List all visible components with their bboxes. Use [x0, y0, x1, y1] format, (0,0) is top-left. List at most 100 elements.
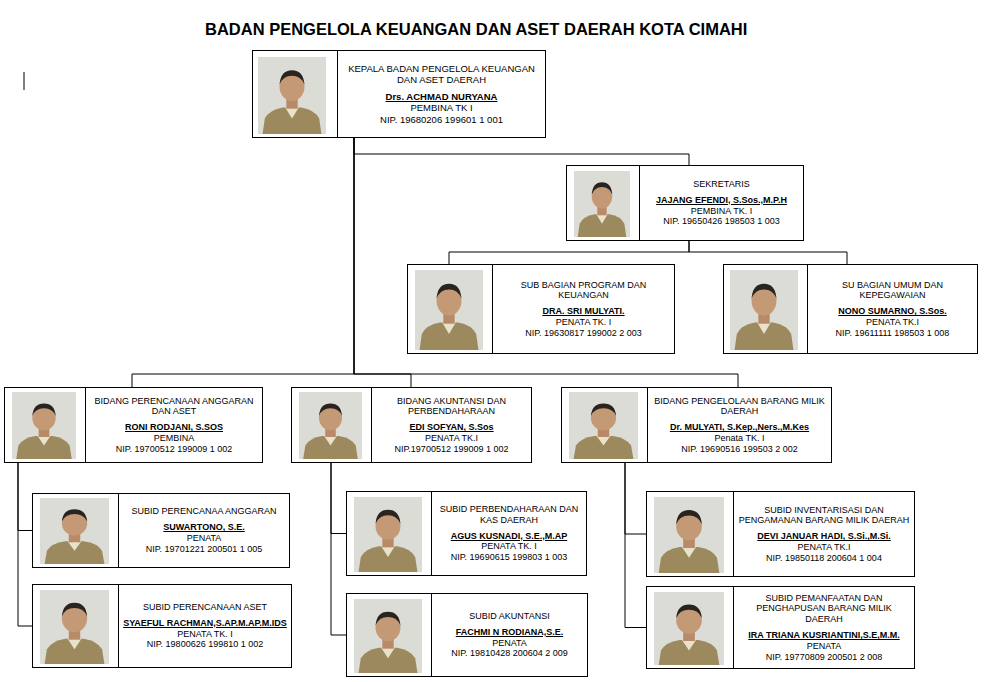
- connector-line: [689, 241, 847, 264]
- rank: Penata TK. I: [652, 433, 827, 444]
- official-name: Dr. MULYATI, S.Kep.,Ners.,M.Kes: [652, 422, 827, 433]
- portrait-photo: [654, 592, 724, 665]
- rank: PEMBINA TK. I: [644, 206, 799, 217]
- text-cell: BIDANG PERENCANAAN ANGGARAN DAN ASET RONI…: [85, 388, 262, 462]
- text-cell: SUBID PEMANFAATAN DAN PENGHAPUSAN BARANG…: [733, 587, 914, 668]
- official-name: DRA. SRI MULYATI.: [497, 306, 670, 317]
- official-name: RONI RODJANI, S.SOS: [90, 422, 258, 433]
- position-box: SUBID PERENCANAAN ASET SYAEFUL RACHMAN,S.…: [32, 584, 292, 668]
- text-cell: SEKRETARIS JAJANG EFENDI, S.Sos.,M.P.HPEM…: [639, 166, 803, 240]
- nip-number: NIP. 19770809 200501 2 008: [738, 652, 910, 663]
- unit-title: BIDANG PERENCANAAN ANGGARAN DAN ASET: [90, 396, 258, 418]
- official-name: IRA TRIANA KUSRIANTINI,S.E,M.M.: [738, 630, 910, 641]
- unit-title: SUBID PERENCANAAN ASET: [123, 602, 287, 613]
- position-box: SUB BAGIAN PROGRAM DAN KEUANGAN DRA. SRI …: [407, 264, 675, 354]
- rank: PENATA TK. I: [497, 317, 670, 328]
- cursor-mark: [24, 72, 25, 90]
- text-cell: SUBID PERENCANAAN ASET SYAEFUL RACHMAN,S.…: [118, 585, 291, 667]
- nip-number: NIP.19700512 199009 1 002: [376, 444, 527, 455]
- portrait-photo: [258, 57, 326, 134]
- portrait-photo: [654, 497, 724, 573]
- unit-title: SUB BAGIAN PROGRAM DAN KEUANGAN: [497, 280, 670, 302]
- portrait-photo: [415, 270, 483, 350]
- portrait-photo: [299, 392, 362, 459]
- unit-title: SU BAGIAN UMUM DAN KEPEGAWAIAN: [812, 280, 973, 302]
- nip-number: NIP. 19850118 200604 1 004: [738, 553, 910, 564]
- official-name: SYAEFUL RACHMAN,S.AP.M.AP.M.IDS: [123, 618, 287, 629]
- rank: PEMBINA TK I: [342, 102, 541, 113]
- connector-line: [354, 138, 689, 165]
- unit-title: SUBID INVENTARISASI DAN PENGAMANAN BARAN…: [738, 505, 910, 527]
- rank: PENATA TK. I: [123, 629, 287, 640]
- text-cell: SUBID INVENTARISASI DAN PENGAMANAN BARAN…: [733, 492, 914, 576]
- portrait-photo: [12, 392, 76, 459]
- rank: PENATA TK. I: [436, 541, 582, 552]
- official-name: JAJANG EFENDI, S.Sos.,M.P.H: [644, 195, 799, 206]
- portrait-photo: [40, 498, 109, 564]
- nip-number: NIP. 19690615 199803 1 003: [436, 552, 582, 563]
- official-name: EDI SOFYAN, S.Sos: [376, 422, 527, 433]
- unit-title: SEKRETARIS: [644, 179, 799, 190]
- unit-title: SUBID PERBENDAHARAAN DAN KAS DAERAH: [436, 504, 582, 526]
- position-box: BIDANG PERENCANAAN ANGGARAN DAN ASET RONI…: [4, 387, 263, 463]
- position-box: SUBID PEMANFAATAN DAN PENGHAPUSAN BARANG…: [646, 586, 915, 669]
- nip-number: NIP. 19650426 198503 1 003: [644, 216, 799, 227]
- unit-title: KEPALA BADAN PENGELOLA KEUANGAN DAN ASET…: [342, 63, 541, 86]
- unit-title: SUBID AKUNTANSI: [436, 611, 583, 622]
- connector-line: [625, 463, 646, 628]
- unit-title: SUBID PERENCANAA ANGGARAN: [123, 506, 285, 517]
- text-cell: SUBID PERENCANAA ANGGARAN SUWARTONO, S.E.…: [118, 494, 289, 567]
- portrait-photo: [354, 497, 422, 572]
- nip-number: NIP. 19630817 199002 2 003: [497, 328, 670, 339]
- rank: PENATA: [738, 641, 910, 652]
- rank: PENATA TK.I: [812, 317, 973, 328]
- rank: PENATA: [123, 533, 285, 544]
- position-box: KEPALA BADAN PENGELOLA KEUANGAN DAN ASET…: [252, 50, 546, 138]
- nip-number: NIP. 19700512 199009 1 002: [90, 444, 258, 455]
- official-name: AGUS KUSNADI, S.E.,M.AP: [436, 531, 582, 542]
- official-name: DEVI JANUAR HADI, S.Si.,M.Si.: [738, 531, 910, 542]
- connector-line: [18, 463, 32, 626]
- connector-line: [331, 463, 346, 534]
- position-box: SUBID INVENTARISASI DAN PENGAMANAN BARAN…: [646, 491, 915, 577]
- title: BADAN PENGELOLA KEUANGAN DAN ASET DAERAH…: [205, 20, 747, 39]
- nip-number: NIP. 19611111 198503 1 008: [812, 328, 973, 339]
- portrait-photo: [354, 599, 422, 673]
- text-cell: SU BAGIAN UMUM DAN KEPEGAWAIAN NONO SUMAR…: [807, 265, 977, 353]
- rank: PENATA: [436, 638, 583, 649]
- position-box: BIDANG PENGELOLAAN BARANG MILIK DAERAH Dr…: [561, 387, 832, 463]
- connector-line: [354, 138, 411, 387]
- position-box: SEKRETARIS JAJANG EFENDI, S.Sos.,M.P.HPEM…: [566, 165, 804, 241]
- nip-number: NIP. 19701221 200501 1 005: [123, 544, 285, 555]
- position-box: BIDANG AKUNTANSI DAN PERBENDAHARAAN EDI S…: [291, 387, 532, 463]
- nip-number: NIP. 19800626 199810 1 002: [123, 639, 287, 650]
- official-name: SUWARTONO, S.E.: [123, 522, 285, 533]
- connector-line: [18, 463, 32, 531]
- nip-number: NIP. 19810428 200604 2 009: [436, 648, 583, 659]
- official-name: FACHMI N RODIANA,S.E.: [436, 627, 583, 638]
- rank: PENATA TK.I: [376, 433, 527, 444]
- portrait-photo: [730, 270, 798, 350]
- official-name: NONO SUMARNO, S.Sos.: [812, 306, 973, 317]
- rank: PENATA TK.I: [738, 542, 910, 553]
- unit-title: SUBID PEMANFAATAN DAN PENGHAPUSAN BARANG…: [738, 593, 910, 625]
- text-cell: BIDANG PENGELOLAAN BARANG MILIK DAERAH Dr…: [647, 388, 831, 462]
- text-cell: BIDANG AKUNTANSI DAN PERBENDAHARAAN EDI S…: [371, 388, 531, 462]
- unit-title: BIDANG AKUNTANSI DAN PERBENDAHARAAN: [376, 396, 527, 418]
- connector-line: [625, 463, 646, 534]
- portrait-photo: [574, 171, 630, 237]
- position-box: SUBID AKUNTANSI FACHMI N RODIANA,S.E.PENA…: [346, 593, 588, 677]
- connector-line: [132, 138, 354, 387]
- text-cell: KEPALA BADAN PENGELOLA KEUANGAN DAN ASET…: [337, 51, 545, 137]
- nip-number: NIP. 19690516 199503 2 002: [652, 444, 827, 455]
- text-cell: SUBID AKUNTANSI FACHMI N RODIANA,S.E.PENA…: [431, 594, 587, 676]
- unit-title: BIDANG PENGELOLAAN BARANG MILIK DAERAH: [652, 396, 827, 418]
- rank: PEMBINA: [90, 433, 258, 444]
- position-box: SU BAGIAN UMUM DAN KEPEGAWAIAN NONO SUMAR…: [723, 264, 978, 354]
- nip-number: NIP. 19680206 199601 1 001: [342, 114, 541, 125]
- connector-line: [449, 241, 689, 264]
- official-name: Drs. ACHMAD NURYANA: [342, 91, 541, 102]
- connector-line: [331, 463, 346, 635]
- text-cell: SUB BAGIAN PROGRAM DAN KEUANGAN DRA. SRI …: [492, 265, 674, 353]
- text-cell: SUBID PERBENDAHARAAN DAN KAS DAERAH AGUS …: [431, 492, 586, 575]
